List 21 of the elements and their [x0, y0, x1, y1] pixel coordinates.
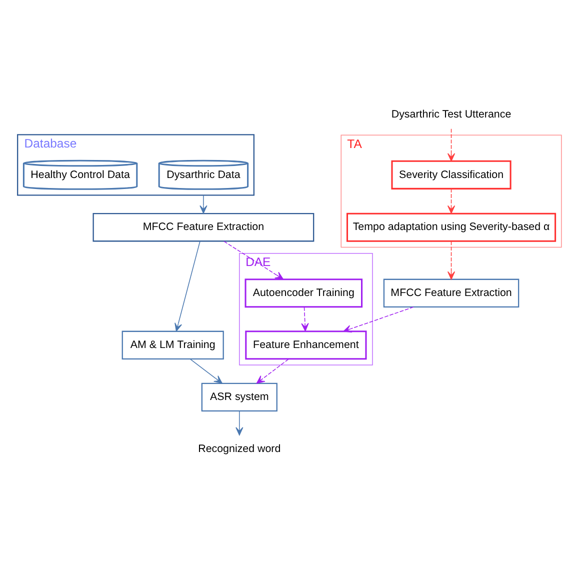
- arrow: [224, 240, 284, 280]
- node-box: Autoencoder Training: [244, 278, 363, 308]
- node-box: MFCC Feature Extraction: [92, 212, 314, 242]
- node-box: Severity Classification: [391, 160, 512, 189]
- node-box: Feature Enhancement: [245, 330, 367, 360]
- node-box: ASR system: [201, 382, 278, 411]
- arrow: [190, 358, 222, 384]
- arrow: [200, 194, 208, 214]
- arrow: [236, 410, 244, 435]
- node-text: Recognized word: [198, 442, 281, 455]
- node-box: Tempo adaptation using Severity-based α: [346, 212, 556, 242]
- arrow: [447, 188, 456, 214]
- arrow: [301, 306, 309, 331]
- node-text: Dysarthric Test Utterance: [391, 108, 512, 120]
- arrow: [174, 240, 200, 332]
- arrow: [447, 128, 456, 161]
- arrow: [447, 240, 456, 280]
- arrow: [343, 306, 414, 332]
- node-box: MFCC Feature Extraction: [383, 278, 520, 307]
- arrow: [256, 358, 289, 384]
- node-box: AM & LM Training: [122, 330, 224, 359]
